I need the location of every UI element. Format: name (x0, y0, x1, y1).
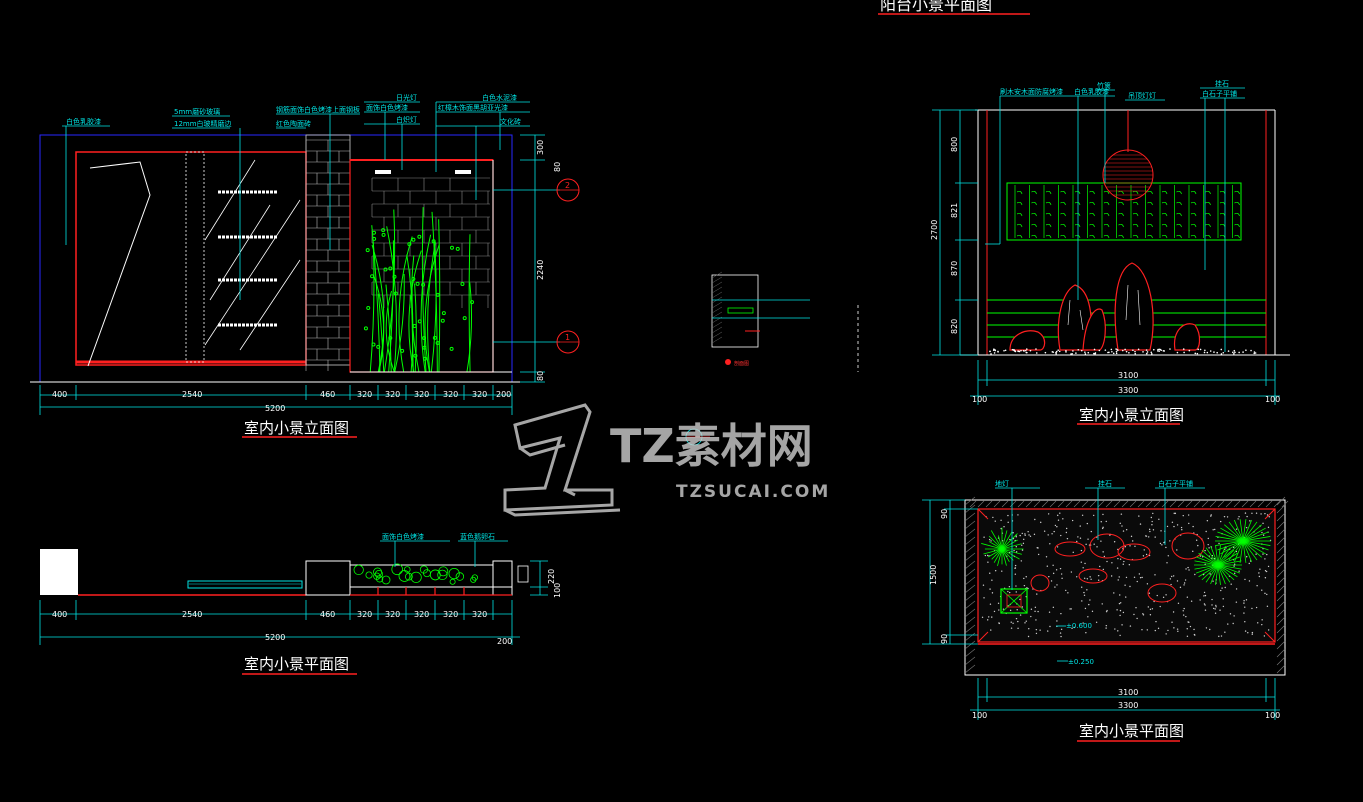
plan-dim-200: 200 (497, 637, 512, 646)
dim-320-b: 320 (385, 390, 400, 399)
left-elevation-dims: 400 2540 460 320 320 320 320 320 200 520… (52, 390, 511, 413)
note-white-paint-2: 面饰白色烤漆 (366, 103, 408, 112)
brick-column (305, 134, 351, 371)
note-cement-paint: 白色水泥漆 (482, 93, 517, 102)
plan-dim-320-a: 320 (357, 610, 372, 619)
left-elevation-title: 室内小景立面图 (244, 419, 349, 437)
top-partial-title-text: 阳台小景平面图 (880, 0, 992, 14)
note-fluorescent: 日光灯 (396, 93, 417, 102)
note-white-paint: 白色乳胶漆 (66, 117, 101, 126)
watermark-logo-icon (503, 403, 621, 517)
right-elevation-left-dims: 2700 800 821 870 820 (930, 137, 959, 334)
section-marker-1: 1 (556, 330, 580, 354)
right-plan-title: 室内小景平面图 (1079, 722, 1184, 740)
watermark: TZ素材网 TZSUCAI.COM (503, 403, 830, 517)
note-steel-paint: 钢筋面饰白色烤漆上面钢板 (276, 105, 360, 114)
right-plan-drawing: 地灯 挂石 白石子平铺 ±0.600 ±0.250 1500 90 90 (922, 479, 1289, 742)
plan-dim-220: 220 (547, 569, 556, 584)
left-plan-dims: 400 2540 460 320 320 320 320 320 5200 20… (52, 569, 562, 646)
note-plan-rock: 挂石 (1098, 479, 1112, 488)
dim-total-5200: 5200 (265, 404, 285, 413)
section-detail-label: 剖面图 (734, 360, 749, 367)
note-clear-glass: 12mm白玻精磨边 (174, 119, 232, 128)
re-dim-3100: 3100 (1118, 371, 1138, 380)
rp-dim-1500: 1500 (929, 565, 938, 585)
dim-300: 300 (536, 140, 545, 155)
note-re-white-paint: 白色乳胶漆 (1074, 87, 1109, 96)
left-elevation-drawing: 白色乳胶漆 5mm磨砂玻璃 12mm白玻精磨边 钢筋面饰白色烤漆上面钢板 红色陶… (30, 93, 580, 438)
left-elevation-notes: 白色乳胶漆 5mm磨砂玻璃 12mm白玻精磨边 钢筋面饰白色烤漆上面钢板 红色陶… (66, 93, 521, 128)
re-dim-820: 820 (950, 319, 959, 334)
rp-dim-3300: 3300 (1118, 701, 1138, 710)
note-ground-lamp: 地灯 (995, 479, 1009, 488)
re-dim-800: 800 (950, 137, 959, 152)
dim-80-bottom: 80 (536, 371, 545, 381)
left-plan-drawing: 面饰白色烤漆 蓝色鹅卵石 400 2540 460 320 320 (39, 532, 562, 675)
plan-dim-460: 460 (320, 610, 335, 619)
note-plan-white-paint: 面饰白色烤漆 (382, 532, 424, 541)
right-plan-left-dims: 1500 90 90 (929, 509, 949, 644)
dim-460: 460 (320, 390, 335, 399)
level-mark-lower: ±0.250 (1068, 658, 1094, 666)
left-elevation-right-dims: 300 2240 80 80 (536, 140, 562, 381)
right-plan-bottom-dims: 3100 3300 100 100 (972, 688, 1280, 720)
left-plan-title: 室内小景平面图 (244, 655, 349, 673)
section-marker-2-label: 2 (565, 181, 570, 190)
rp-dim-90-top: 90 (940, 509, 949, 519)
dim-320-d: 320 (443, 390, 458, 399)
rp-dim-100-left: 100 (972, 711, 987, 720)
re-dim-2700: 2700 (930, 220, 939, 240)
note-incandescent: 白炽灯 (396, 115, 417, 124)
dim-320-e: 320 (472, 390, 487, 399)
right-elevation-title: 室内小景立面图 (1079, 406, 1184, 424)
plan-dim-320-c: 320 (414, 610, 429, 619)
note-rock: 挂石 (1215, 79, 1229, 88)
dim-200: 200 (496, 390, 511, 399)
re-dim-100-right: 100 (1265, 395, 1280, 404)
right-elevation-drawing: 刷木安木面防腐烤漆 白色乳胶漆 竹篱 吊顶灯灯 挂石 白石子平铺 2700 80… (930, 79, 1290, 425)
re-dim-870: 870 (950, 261, 959, 276)
rp-dim-90-bottom: 90 (940, 634, 949, 644)
note-bamboo: 竹篱 (1097, 81, 1111, 90)
note-culture-brick: 文化砖 (500, 117, 521, 126)
section-detail: 剖面图 (685, 271, 859, 446)
note-wood-finish: 红樟木饰面黑胡亚光漆 (438, 103, 508, 112)
note-frosted-glass: 5mm磨砂玻璃 (174, 107, 220, 116)
plan-dim-total-5200: 5200 (265, 633, 285, 642)
plan-dim-320-b: 320 (385, 610, 400, 619)
rp-dim-100-right: 100 (1265, 711, 1280, 720)
note-plan-pebbles: 蓝色鹅卵石 (460, 532, 495, 541)
plan-dim-100: 100 (553, 583, 562, 598)
right-elevation-bottom-dims: 3100 3300 100 100 (972, 371, 1280, 404)
note-lamp: 吊顶灯灯 (1128, 91, 1156, 100)
dim-2240: 2240 (536, 260, 545, 280)
note-white-pebble: 白石子平铺 (1202, 89, 1237, 98)
plan-dim-320-d: 320 (443, 610, 458, 619)
note-wood-panel: 刷木安木面防腐烤漆 (1000, 87, 1063, 96)
re-dim-100-left: 100 (972, 395, 987, 404)
rp-dim-3100: 3100 (1118, 688, 1138, 697)
level-mark-upper: ±0.600 (1066, 622, 1092, 630)
dim-320-c: 320 (414, 390, 429, 399)
watermark-url: TZSUCAI.COM (676, 482, 830, 502)
plan-dim-400: 400 (52, 610, 67, 619)
dim-80-top: 80 (553, 162, 562, 172)
note-plan-white-pebble: 白石子平铺 (1158, 479, 1193, 488)
re-dim-3300: 3300 (1118, 386, 1138, 395)
section-marker-2: 2 (556, 178, 580, 202)
plan-dim-320-e: 320 (472, 610, 487, 619)
note-red-tile: 红色陶面砖 (276, 119, 311, 128)
right-elevation-notes: 刷木安木面防腐烤漆 白色乳胶漆 竹篱 吊顶灯灯 挂石 白石子平铺 (1000, 79, 1237, 100)
top-partial-title: 阳台小景平面图 (878, 0, 1030, 15)
section-marker-1-label: 1 (565, 333, 570, 342)
dim-400: 400 (52, 390, 67, 399)
right-plan-notes: 地灯 挂石 白石子平铺 (995, 479, 1193, 488)
dim-2540: 2540 (182, 390, 202, 399)
plan-dim-2540: 2540 (182, 610, 202, 619)
dim-320-a: 320 (357, 390, 372, 399)
watermark-logo-text: TZ素材网 (610, 419, 813, 473)
re-dim-821: 821 (950, 203, 959, 218)
